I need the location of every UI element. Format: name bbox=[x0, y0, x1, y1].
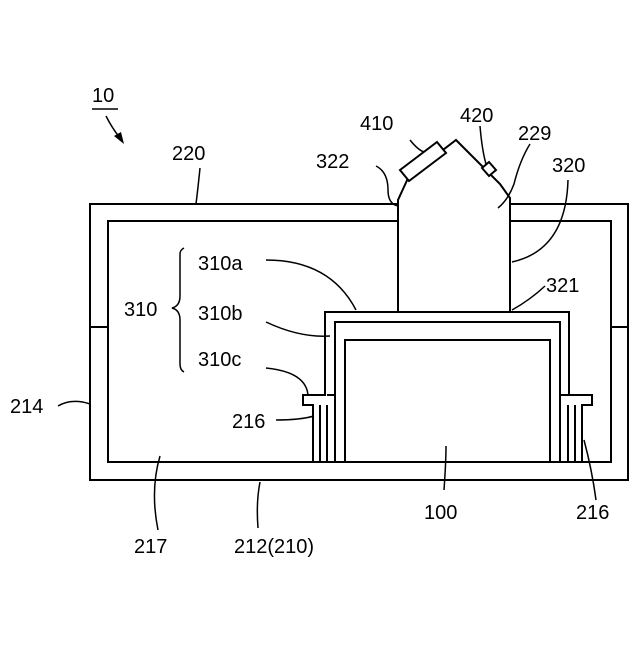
leader-229 bbox=[498, 144, 530, 208]
leader-10-arrowhead bbox=[114, 132, 124, 144]
cover-310c bbox=[327, 322, 568, 462]
label-310b: 310b bbox=[198, 303, 243, 325]
housing-320 bbox=[398, 140, 510, 312]
leader-410 bbox=[410, 140, 424, 152]
casing-inner-wall bbox=[108, 221, 611, 462]
label-310: 310 bbox=[124, 299, 157, 321]
component-410 bbox=[400, 142, 446, 181]
casing-outer-wall bbox=[90, 204, 628, 480]
label-420: 420 bbox=[460, 105, 493, 127]
cover-310b bbox=[320, 405, 575, 462]
leader-217 bbox=[154, 456, 160, 530]
label-310c: 310c bbox=[198, 349, 241, 371]
leader-310b bbox=[266, 322, 330, 336]
leader-322 bbox=[376, 166, 398, 206]
cover-310 bbox=[303, 312, 592, 462]
leader-310a bbox=[266, 260, 356, 310]
label-220: 220 bbox=[172, 143, 205, 165]
casing bbox=[90, 204, 628, 480]
leader-100 bbox=[444, 446, 446, 490]
cover-310a bbox=[303, 312, 592, 462]
label-320: 320 bbox=[552, 155, 585, 177]
cover-310c-wall bbox=[335, 395, 560, 462]
leader-212 bbox=[257, 482, 260, 528]
label-229: 229 bbox=[518, 123, 551, 145]
label-212: 212(210) bbox=[234, 536, 314, 558]
label-410: 410 bbox=[360, 113, 393, 135]
brace-310 bbox=[172, 248, 184, 372]
label-216-left: 216 bbox=[232, 411, 265, 433]
component-420 bbox=[482, 162, 496, 176]
label-214: 214 bbox=[10, 396, 43, 418]
label-310a: 310a bbox=[198, 253, 243, 275]
leader-321 bbox=[512, 286, 545, 310]
object-100 bbox=[345, 340, 550, 462]
label-100: 100 bbox=[424, 502, 457, 524]
label-322: 322 bbox=[316, 151, 349, 173]
leader-310c bbox=[266, 368, 308, 395]
leader-216-right bbox=[584, 440, 596, 500]
label-321: 321 bbox=[546, 275, 579, 297]
label-216-right: 216 bbox=[576, 502, 609, 524]
leader-420 bbox=[480, 126, 486, 164]
label-217: 217 bbox=[134, 536, 167, 558]
leader-220 bbox=[196, 168, 200, 204]
leader-214 bbox=[58, 401, 90, 406]
label-10: 10 bbox=[92, 85, 114, 107]
leader-216-left bbox=[276, 416, 314, 420]
